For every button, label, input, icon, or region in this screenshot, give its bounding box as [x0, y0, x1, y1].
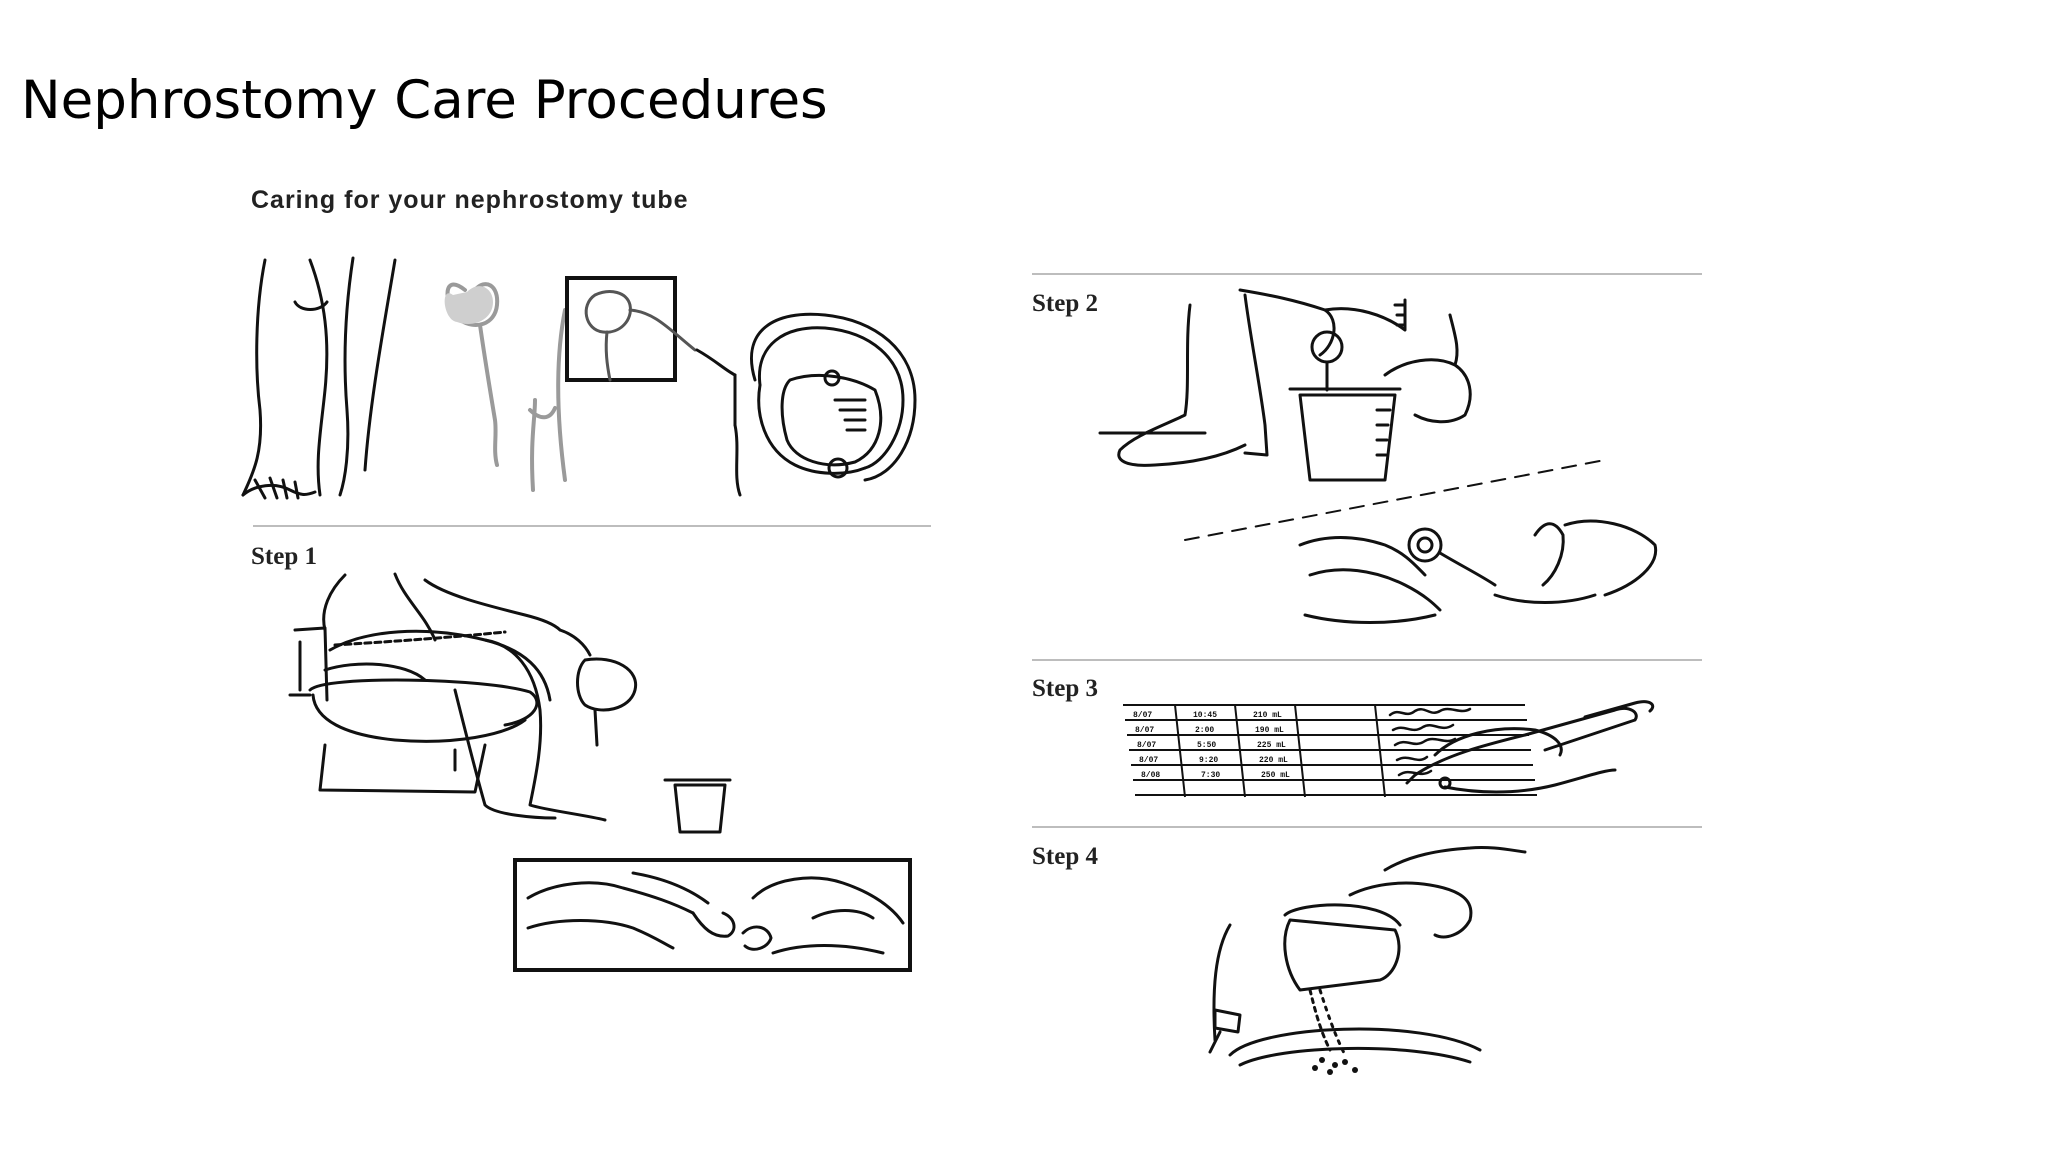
- log-row-4-time: 9:20: [1199, 756, 1218, 765]
- step-4-label: Step 4: [1032, 843, 1098, 870]
- slide-title: Nephrostomy Care Procedures: [21, 69, 828, 131]
- log-row-1-time: 10:45: [1193, 711, 1217, 720]
- divider-step-2-top: [1032, 273, 1702, 275]
- log-row-3-amount: 225 mL: [1257, 741, 1286, 750]
- log-row-3-time: 5:50: [1197, 741, 1216, 750]
- log-row-1-date: 8/07: [1133, 711, 1152, 720]
- step-1-illustration: [285, 570, 785, 830]
- log-row-2-date: 8/07: [1135, 726, 1154, 735]
- log-row-2-amount: 190 mL: [1255, 726, 1284, 735]
- log-row-4-date: 8/07: [1139, 756, 1158, 765]
- divider-step-3-top: [1032, 659, 1702, 661]
- log-row-3-date: 8/07: [1137, 741, 1156, 750]
- log-row-5-time: 7:30: [1201, 771, 1220, 780]
- step-2-illustration: [1095, 285, 1675, 655]
- log-row-4-amount: 220 mL: [1259, 756, 1288, 765]
- log-row-5-date: 8/08: [1141, 771, 1160, 780]
- divider-overview: [253, 525, 931, 527]
- log-row-2-time: 2:00: [1195, 726, 1214, 735]
- step-2-label: Step 2: [1032, 290, 1098, 317]
- step-3-label: Step 3: [1032, 675, 1098, 702]
- overview-illustration: [235, 250, 935, 510]
- step-1-detail-inset: [513, 858, 912, 972]
- step-1-label: Step 1: [251, 543, 317, 570]
- step-4-illustration: [1170, 840, 1570, 1075]
- divider-step-4-top: [1032, 826, 1702, 828]
- log-row-5-amount: 250 mL: [1261, 771, 1290, 780]
- output-log-table: 8/07 10:45 210 mL 8/07 2:00 190 mL 8/07 …: [1133, 711, 1290, 780]
- handout-heading: Caring for your nephrostomy tube: [251, 186, 689, 214]
- step-3-illustration: 8/07 10:45 210 mL 8/07 2:00 190 mL 8/07 …: [1115, 675, 1680, 810]
- log-row-1-amount: 210 mL: [1253, 711, 1282, 720]
